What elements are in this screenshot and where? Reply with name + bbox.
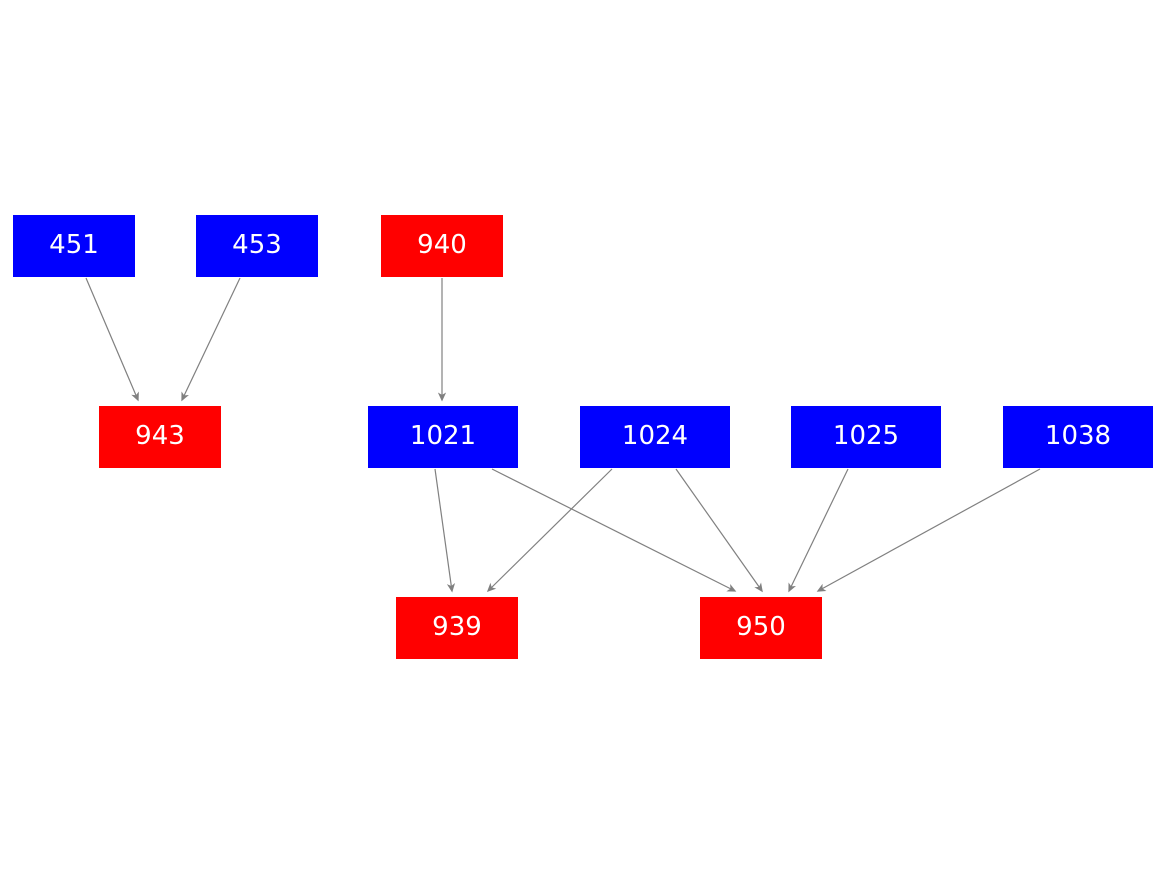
graph-node-939[interactable]: 939: [396, 597, 518, 659]
graph-node-453[interactable]: 453: [196, 215, 318, 277]
graph-node-451[interactable]: 451: [13, 215, 135, 277]
graph-edge-453-to-943: [181, 277, 241, 402]
graph-node-label: 1024: [621, 421, 689, 451]
graph-edge-1021-to-950: [491, 468, 737, 592]
graph-node-943[interactable]: 943: [99, 406, 221, 468]
graph-edge-1024-to-939: [486, 468, 613, 593]
graph-node-label: 453: [232, 230, 282, 260]
graph-node-1021[interactable]: 1021: [368, 406, 518, 468]
graph-node-label: 1021: [409, 421, 477, 451]
graph-edge-451-to-943: [85, 277, 139, 402]
graph-node-1024[interactable]: 1024: [580, 406, 730, 468]
graph-node-label: 1025: [832, 421, 900, 451]
edges-group: [85, 277, 1041, 593]
graph-node-1025[interactable]: 1025: [791, 406, 941, 468]
graph-node-label: 451: [49, 230, 99, 260]
graph-node-label: 943: [135, 421, 185, 451]
graph-node-label: 1038: [1044, 421, 1112, 451]
graph-edge-1025-to-950: [788, 468, 849, 593]
graph-node-label: 950: [736, 612, 786, 642]
graph-edge-1021-to-939: [434, 468, 456, 593]
graph-node-940[interactable]: 940: [381, 215, 503, 277]
graph-node-label: 940: [417, 230, 467, 260]
graph-node-950[interactable]: 950: [700, 597, 822, 659]
graph-edge-1024-to-950: [675, 468, 763, 593]
graph-edge-1038-to-950: [816, 468, 1041, 592]
graph-node-label: 939: [432, 612, 482, 642]
graph-node-1038[interactable]: 1038: [1003, 406, 1153, 468]
